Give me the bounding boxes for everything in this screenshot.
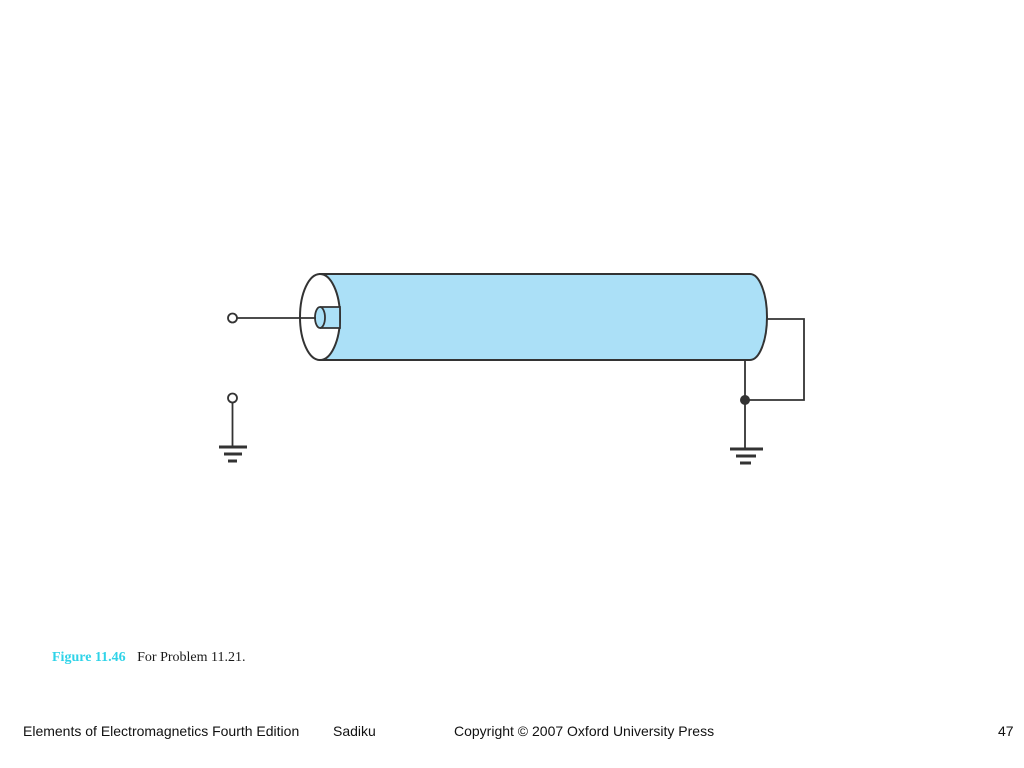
short-circuit-wire <box>745 318 805 401</box>
left-ground-symbol <box>219 445 247 463</box>
figure-caption-text: For Problem 11.21. <box>137 650 246 665</box>
inner-conductor-end <box>314 306 326 329</box>
footer-page-number: 47 <box>998 723 1014 739</box>
right-ground-symbol <box>730 447 763 465</box>
coaxial-cable-diagram <box>219 273 805 465</box>
figure-caption: Figure 11.46 For Problem 11.21. <box>52 650 246 666</box>
junction-dot <box>740 395 750 405</box>
cable-body <box>319 273 768 361</box>
footer-book-title: Elements of Electromagnetics Fourth Edit… <box>23 723 300 739</box>
footer-author: Sadiku <box>333 723 376 739</box>
ground-terminal <box>227 392 238 404</box>
figure-label: Figure 11.46 <box>52 650 126 665</box>
input-terminal <box>227 312 238 324</box>
footer-copyright: Copyright © 2007 Oxford University Press <box>454 723 715 739</box>
